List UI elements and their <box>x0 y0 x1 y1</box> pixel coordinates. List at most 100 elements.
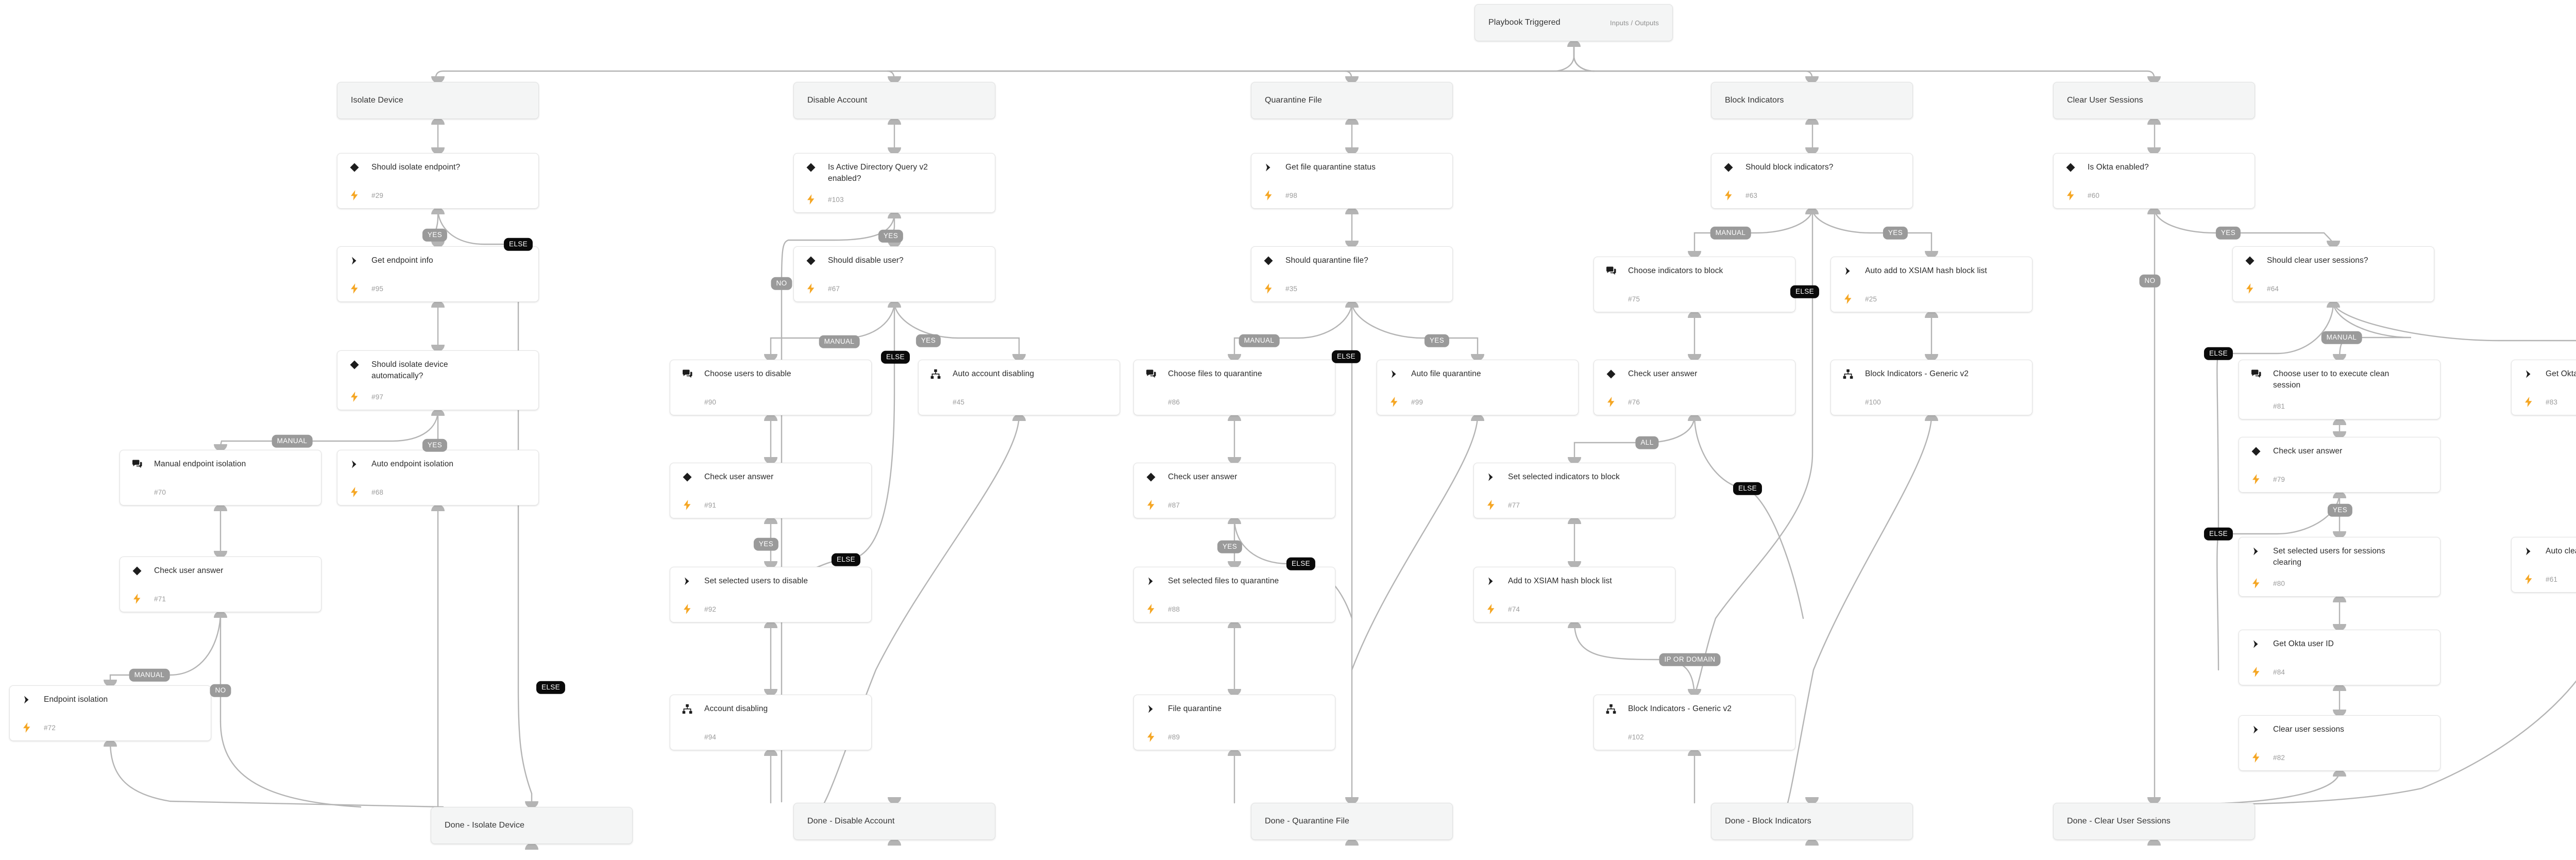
task-id: #71 <box>154 595 166 603</box>
section-quarantine-file[interactable]: Quarantine File <box>1251 82 1453 119</box>
task-set-selected-users-for-sessions-clearing[interactable]: Set selected users for sessions clearing… <box>2239 537 2441 597</box>
task-id: #45 <box>953 398 965 406</box>
section-disable-account[interactable]: Disable Account <box>793 82 995 119</box>
section-isolate-device[interactable]: Isolate Device <box>337 82 539 119</box>
task-clear-user-sessions[interactable]: Clear user sessions#82 <box>2239 715 2441 771</box>
node-title: Manual endpoint isolation <box>154 460 246 468</box>
task-check-user-answer[interactable]: Check user answer#79 <box>2239 437 2441 493</box>
lightning-bolt-icon <box>1485 499 1497 511</box>
edge-label-no: NO <box>771 277 792 290</box>
chat-icon <box>131 459 143 470</box>
chevron-icon <box>682 576 693 587</box>
task-auto-add-to-xsiam-hash-block-list[interactable]: Auto add to XSIAM hash block list#25 <box>1831 257 2032 312</box>
done-done-quarantine-file[interactable]: Done - Quarantine File <box>1251 803 1453 840</box>
diamond-icon <box>805 255 817 266</box>
task-should-isolate-endpoint[interactable]: Should isolate endpoint?#29 <box>337 153 539 209</box>
task-set-selected-users-to-disable[interactable]: Set selected users to disable #92 <box>670 567 872 622</box>
edge-9 <box>219 409 439 451</box>
task-choose-users-to-disable[interactable]: Choose users to disable#90 <box>670 360 872 415</box>
task-set-selected-indicators-to-block[interactable]: Set selected indicators to block#77 <box>1473 463 1675 518</box>
task-file-quarantine[interactable]: File quarantine#89 <box>1133 695 1335 750</box>
task-is-active-directory-query-v2-enabled[interactable]: Is Active Directory Query v2 enabled?#10… <box>793 153 995 213</box>
lightning-bolt-icon <box>1842 293 1854 305</box>
chevron-icon <box>1388 368 1400 380</box>
lightning-bolt-icon <box>2523 396 2534 408</box>
node-output-port[interactable] <box>1805 839 1819 846</box>
task-should-isolate-device-automatically[interactable]: Should isolate device automatically?#97 <box>337 350 539 410</box>
task-auto-file-quarantine[interactable]: Auto file quarantine#99 <box>1377 360 1579 415</box>
task-add-to-xsiam-hash-block-list[interactable]: Add to XSIAM hash block list#74 <box>1473 567 1675 622</box>
done-done-disable-account[interactable]: Done - Disable Account <box>793 803 995 840</box>
edge-label-else: ELSE <box>503 238 533 251</box>
node-title: Get endpoint info <box>371 256 433 265</box>
task-should-block-indicators[interactable]: Should block indicators?#63 <box>1711 153 1913 209</box>
node-title: Check user answer <box>2273 447 2343 456</box>
edge-label-ip-or-domain: IP OR DOMAIN <box>1659 653 1721 666</box>
lightning-bolt-icon <box>131 593 143 604</box>
task-manual-endpoint-isolation[interactable]: Manual endpoint isolation#70 <box>120 450 321 505</box>
diamond-icon <box>2244 255 2256 266</box>
node-title: Auto endpoint isolation <box>371 460 454 468</box>
task-check-user-answer[interactable]: Check user answer#76 <box>1594 360 1795 415</box>
node-output-port[interactable] <box>525 843 538 850</box>
task-auto-clear-user-sessions[interactable]: Auto clear user sessions#61 <box>2511 537 2576 593</box>
task-check-user-answer[interactable]: Check user answer#91 <box>670 463 872 518</box>
task-get-file-quarantine-status[interactable]: Get file quarantine status#98 <box>1251 153 1453 209</box>
section-block-indicators[interactable]: Block Indicators <box>1711 82 1913 119</box>
task-id: #72 <box>44 723 56 732</box>
edge-label-yes: YES <box>422 228 448 242</box>
task-set-selected-files-to-quarantine[interactable]: Set selected files to quarantine#88 <box>1133 567 1335 622</box>
node-title: Done - Block Indicators <box>1725 816 1811 825</box>
edge-label-yes: YES <box>916 334 941 347</box>
task-id: #86 <box>1168 398 1180 406</box>
lightning-bolt-icon <box>1605 396 1617 408</box>
done-done-clear-user-sessions[interactable]: Done - Clear User Sessions <box>2053 803 2255 840</box>
task-check-user-answer[interactable]: Check user answer#71 <box>120 557 321 612</box>
lightning-bolt-icon <box>682 603 693 615</box>
task-id: #92 <box>704 605 717 613</box>
task-choose-files-to-quarantine[interactable]: Choose files to quarantine#86 <box>1133 360 1335 415</box>
task-block-indicators-generic-v2[interactable]: Block Indicators - Generic v2#100 <box>1831 360 2032 415</box>
node-output-port[interactable] <box>888 839 901 846</box>
done-done-isolate-device[interactable]: Done - Isolate Device <box>431 807 633 844</box>
task-should-clear-user-sessions[interactable]: Should clear user sessions?#64 <box>2232 246 2434 302</box>
edge-0 <box>434 40 1575 83</box>
task-get-okta-user-id[interactable]: Get Okta user ID#84 <box>2239 630 2441 685</box>
task-should-quarantine-file[interactable]: Should quarantine file?#35 <box>1251 246 1453 302</box>
diamond-icon <box>1605 368 1617 380</box>
task-auto-endpoint-isolation[interactable]: Auto endpoint isolation#68 <box>337 450 539 505</box>
task-is-okta-enabled[interactable]: Is Okta enabled?#60 <box>2053 153 2255 209</box>
node-output-port[interactable] <box>1345 839 1359 846</box>
node-title: Get Okta user ID <box>2273 639 2334 648</box>
task-id: #89 <box>1168 733 1180 741</box>
section-clear-user-sessions[interactable]: Clear User Sessions <box>2053 82 2255 119</box>
task-id: #94 <box>704 733 717 741</box>
edge-38 <box>1351 414 1479 671</box>
done-done-block-indicators[interactable]: Done - Block Indicators <box>1711 803 1913 840</box>
task-id: #61 <box>2546 575 2558 583</box>
edge-47 <box>1787 414 1933 804</box>
lightning-bolt-icon <box>1263 190 1274 201</box>
task-choose-indicators-to-block[interactable]: Choose indicators to block#75 <box>1594 257 1795 312</box>
chevron-icon <box>349 255 360 266</box>
task-account-disabling[interactable]: Account disabling #94 <box>670 695 872 750</box>
task-check-user-answer[interactable]: Check user answer#87 <box>1133 463 1335 518</box>
task-endpoint-isolation[interactable]: Endpoint isolation#72 <box>9 685 211 741</box>
node-title: Account disabling <box>704 704 768 713</box>
lightning-bolt-icon <box>349 283 360 294</box>
node-output-port[interactable] <box>2147 839 2161 846</box>
task-should-disable-user[interactable]: Should disable user?#67 <box>793 246 995 302</box>
inputs-outputs-link[interactable]: Inputs / Outputs <box>1610 19 1659 27</box>
task-choose-user-to-to-execute-clean-session[interactable]: Choose user to to execute clean session#… <box>2239 360 2441 419</box>
task-auto-account-disabling[interactable]: Auto account disabling#45 <box>918 360 1120 415</box>
task-id: #102 <box>1628 733 1644 741</box>
node-title: Set selected users to disable <box>704 577 808 585</box>
task-block-indicators-generic-v2[interactable]: Block Indicators - Generic v2#102 <box>1594 695 1795 750</box>
sitemap-icon <box>1605 703 1617 715</box>
edge-label-yes: YES <box>2215 226 2241 240</box>
chevron-icon <box>2523 368 2534 380</box>
task-get-okta-user-id[interactable]: Get Okta user ID#83 <box>2511 360 2576 415</box>
task-get-endpoint-info[interactable]: Get endpoint info#95 <box>337 246 539 302</box>
